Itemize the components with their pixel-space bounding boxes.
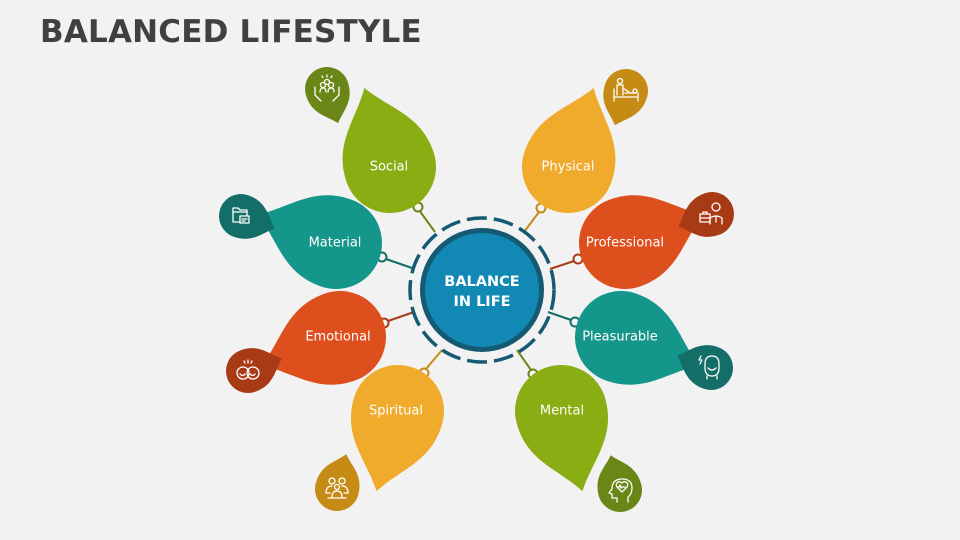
professional-label: Professional — [586, 236, 664, 251]
meditation-group-icon — [325, 477, 349, 499]
node-spiritual[interactable]: Spiritual — [310, 355, 454, 516]
social-label: Social — [370, 160, 409, 175]
two-smiling-faces-icon — [236, 359, 260, 380]
hands-holding-people-icon — [314, 74, 340, 102]
dashed-ring — [408, 216, 556, 364]
center-label-line2: IN LIFE — [453, 294, 510, 310]
material-label: Material — [309, 236, 362, 251]
head-heart-pulse-icon — [608, 478, 633, 503]
node-material[interactable]: Material — [213, 171, 395, 302]
emotional-label: Emotional — [305, 330, 370, 345]
emotional-icon-badge — [226, 348, 282, 393]
happy-face-sparkle-icon — [698, 355, 720, 380]
node-physical[interactable]: Physical — [510, 63, 654, 225]
physical-label: Physical — [542, 160, 595, 175]
mental-label: Mental — [540, 404, 584, 419]
center-hub: BALANCE IN LIFE — [408, 216, 556, 364]
spiritual-label: Spiritual — [369, 404, 423, 419]
massage-bed-icon — [613, 77, 639, 102]
pleasurable-label: Pleasurable — [582, 330, 658, 345]
node-pleasurable[interactable]: Pleasurable — [562, 278, 739, 409]
node-mental[interactable]: Mental — [505, 355, 647, 517]
node-emotional[interactable]: Emotional — [220, 278, 399, 409]
center-circle — [425, 233, 539, 347]
folder-document-icon — [232, 207, 250, 224]
spiritual-icon-badge — [315, 454, 360, 511]
mental-icon-badge — [597, 455, 642, 512]
center-label-line1: BALANCE — [444, 274, 519, 290]
businessman-briefcase-icon — [699, 202, 723, 225]
social-icon-badge — [305, 67, 350, 124]
node-professional[interactable]: Professional — [566, 171, 740, 302]
slide-title: BALANCED LIFESTYLE — [40, 14, 422, 50]
node-social[interactable]: Social — [299, 61, 448, 225]
